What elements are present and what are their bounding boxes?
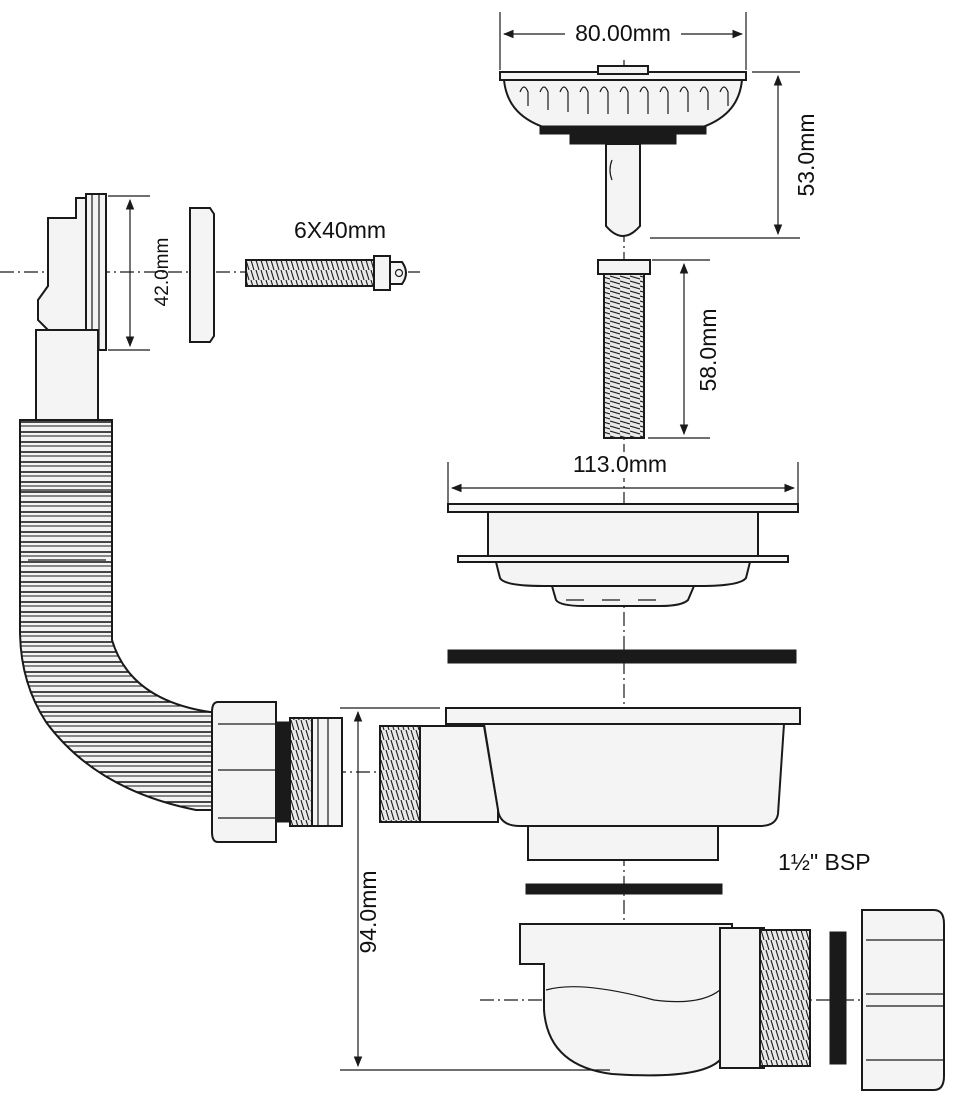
bolt-length-label: 58.0mm	[695, 308, 721, 391]
sink-flange	[447, 503, 799, 607]
strainer-basket	[499, 65, 747, 237]
overflow-height-label: 42.0mm	[152, 238, 173, 307]
screw-size-label: 6X40mm	[294, 217, 386, 243]
basket-height-label: 53.0mm	[793, 113, 819, 196]
bottle-trap	[519, 909, 945, 1091]
overflow-hose	[19, 329, 221, 811]
basket-width-label: 80.00mm	[575, 20, 671, 46]
bolt	[597, 259, 651, 439]
hose-union-nut	[211, 701, 343, 843]
overflow-head	[37, 193, 107, 351]
trap-height-label: 94.0mm	[355, 870, 381, 953]
dimension-trap-height: 94.0mm	[340, 707, 610, 1071]
dimension-basket-width: 80.00mm	[499, 12, 747, 70]
thread-label: 1½" BSP	[778, 849, 871, 875]
dimension-flange-width: 113.0mm	[447, 451, 799, 504]
trap-gasket	[525, 883, 723, 895]
waste-body	[379, 707, 801, 861]
flange-gasket	[447, 649, 797, 664]
overflow-screw	[245, 255, 407, 291]
dimension-basket-height: 53.0mm	[650, 71, 819, 239]
flange-width-label: 113.0mm	[573, 451, 667, 477]
dimension-bolt-length: 58.0mm	[648, 259, 721, 439]
dimension-overflow-height: 42.0mm	[108, 195, 173, 351]
overflow-gasket	[189, 207, 215, 343]
